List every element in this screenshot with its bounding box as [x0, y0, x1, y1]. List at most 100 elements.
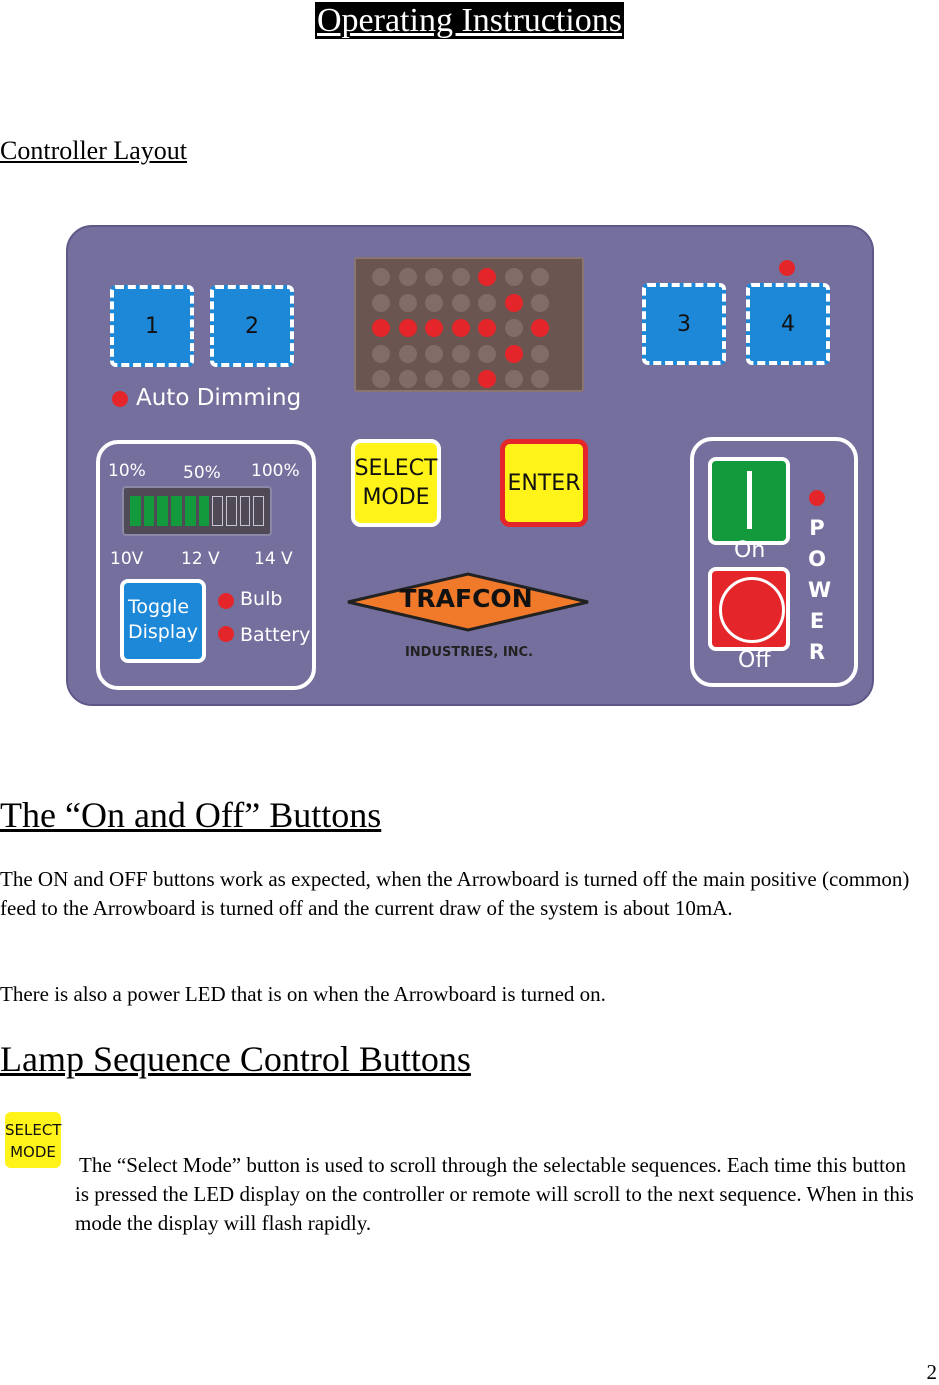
power-letter: P [809, 516, 825, 540]
auto-dimming-led [112, 391, 128, 407]
battery-bar-segment [184, 496, 196, 526]
button-3[interactable]: 3 [642, 283, 726, 365]
battery-label: Battery [240, 624, 311, 646]
battery-bargraph [122, 486, 272, 536]
off-button[interactable] [708, 567, 790, 651]
off-label: Off [738, 648, 771, 673]
led-matrix-dot [504, 344, 523, 363]
led-matrix-dot [504, 293, 523, 312]
led-matrix-dot [398, 319, 417, 337]
led-matrix-dot [531, 370, 549, 388]
led-matrix-dot [372, 293, 390, 312]
battery-bar-segment [157, 496, 169, 526]
power-letter: O [808, 547, 826, 571]
power-letter: R [808, 640, 826, 664]
power-letter: E [809, 609, 825, 633]
bulb-led [218, 593, 234, 609]
led-matrix-dot [531, 293, 549, 312]
led-matrix-dot [478, 370, 496, 388]
volt-label-12: 12 V [181, 549, 220, 569]
led-matrix-dot [451, 319, 470, 337]
button-2[interactable]: 2 [210, 285, 294, 367]
button-4-label: 4 [781, 311, 795, 337]
led-matrix-dot [504, 319, 523, 337]
on-bar-icon [747, 471, 752, 529]
battery-bar-segment [253, 496, 265, 526]
led-matrix-dot [398, 370, 417, 388]
page-title: Operating Instructions [315, 2, 624, 39]
off-circle-icon [719, 577, 785, 643]
power-label: P O W E R [808, 513, 832, 668]
select-mode-icon-label-2: MODE [10, 1143, 56, 1161]
section-subtitle: Controller Layout [0, 136, 188, 165]
led-matrix-dot [504, 268, 523, 286]
battery-led [218, 626, 234, 642]
button-2-label: 2 [245, 313, 259, 339]
led-matrix-dot [425, 293, 443, 312]
logo-subtext: INDUSTRIES, INC. [404, 645, 534, 660]
trafcon-logo [347, 572, 589, 632]
select-mode-label-2: MODE [362, 485, 430, 510]
toggle-display-button[interactable]: Toggle Display [120, 579, 206, 663]
led-matrix-dot [398, 293, 417, 312]
section-heading-on-off: The “On and Off” Buttons [0, 795, 382, 835]
led-matrix-dot [504, 370, 523, 388]
on-label: On [734, 538, 766, 563]
battery-display-frame [96, 440, 316, 690]
battery-bar-segment [225, 496, 237, 526]
bulb-label: Bulb [240, 588, 283, 610]
toggle-display-label-1: Toggle [128, 596, 190, 618]
on-button[interactable] [708, 457, 790, 545]
pct-label-50: 50% [183, 463, 221, 483]
power-frame [690, 437, 858, 687]
led-matrix-dot [531, 268, 549, 286]
enter-label: ENTER [507, 470, 581, 496]
battery-bar-segment [198, 496, 210, 526]
volt-label-14: 14 V [254, 549, 293, 569]
paragraph-select-mode: The “Select Mode” button is used to scro… [75, 1153, 914, 1235]
button-4-led [779, 260, 795, 276]
logo-text: TRAFCON [399, 584, 533, 613]
led-matrix-dot [398, 268, 417, 286]
enter-button[interactable]: ENTER [500, 439, 588, 527]
battery-bar-segment [171, 496, 182, 526]
button-4[interactable]: 4 [746, 283, 830, 365]
controller-panel: 1 2 3 4 Auto Dimming 10% 50% 100% 10V 12… [66, 225, 874, 706]
paragraph-on-off: The ON and OFF buttons work as expected,… [0, 867, 910, 920]
select-mode-label-1: SELECT [354, 456, 438, 481]
led-matrix-dot [425, 344, 443, 363]
led-matrix-dot [425, 370, 443, 388]
auto-dimming-label: Auto Dimming [136, 385, 302, 411]
led-matrix-dot [372, 319, 390, 337]
page-number: 2 [926, 1360, 938, 1384]
battery-bar-segment [143, 496, 155, 526]
led-matrix-dot [425, 319, 443, 337]
select-mode-button[interactable]: SELECT MODE [351, 439, 441, 527]
led-matrix-dot [478, 293, 496, 312]
led-arrow-display [354, 257, 584, 392]
battery-bar-segment [239, 496, 251, 526]
button-1-label: 1 [145, 313, 159, 339]
led-matrix-dot [531, 319, 549, 337]
led-matrix-dot [531, 344, 549, 363]
button-3-label: 3 [677, 311, 691, 337]
led-matrix-dot [372, 370, 390, 388]
volt-label-10: 10V [110, 549, 144, 569]
led-matrix-dot [451, 370, 470, 388]
led-matrix-dot [398, 344, 417, 363]
toggle-display-label-2: Display [128, 621, 199, 643]
led-matrix-dot [451, 293, 470, 312]
led-matrix-dot [451, 268, 470, 286]
led-matrix-dot [425, 268, 443, 286]
paragraph-power-led: There is also a power LED that is on whe… [0, 982, 606, 1006]
select-mode-icon: SELECT MODE [5, 1112, 61, 1168]
button-1[interactable]: 1 [110, 285, 194, 367]
power-letter: W [808, 578, 832, 602]
led-matrix-dot [478, 344, 496, 363]
select-mode-icon-label-1: SELECT [5, 1121, 62, 1139]
led-matrix-dot [372, 344, 390, 363]
battery-bar-segment [130, 496, 141, 526]
led-matrix-dot [478, 319, 496, 337]
led-matrix-dot [451, 344, 470, 363]
led-matrix-dot [478, 268, 496, 286]
